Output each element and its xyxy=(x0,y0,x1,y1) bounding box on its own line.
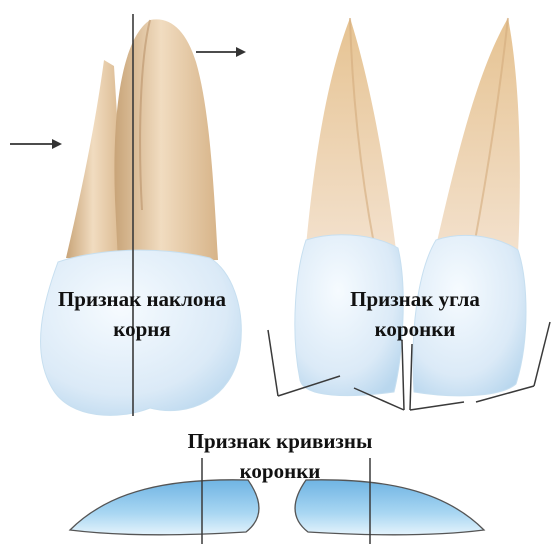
arrow-left-icon xyxy=(10,139,62,149)
label-line: коронки xyxy=(135,456,425,486)
arrow-right-icon xyxy=(196,47,246,57)
label-line: Признак наклона xyxy=(22,284,262,314)
molar-main-root xyxy=(114,19,218,262)
label-crown-curvature: Признак кривизны коронки xyxy=(135,426,425,486)
label-line: Признак угла xyxy=(300,284,530,314)
label-root-inclination: Признак наклона корня xyxy=(22,284,262,344)
label-line: корня xyxy=(22,314,262,344)
molar-tooth xyxy=(41,14,242,416)
label-crown-angle: Признак угла коронки xyxy=(300,284,530,344)
label-line: Признак кривизны xyxy=(135,426,425,456)
label-line: коронки xyxy=(300,314,530,344)
